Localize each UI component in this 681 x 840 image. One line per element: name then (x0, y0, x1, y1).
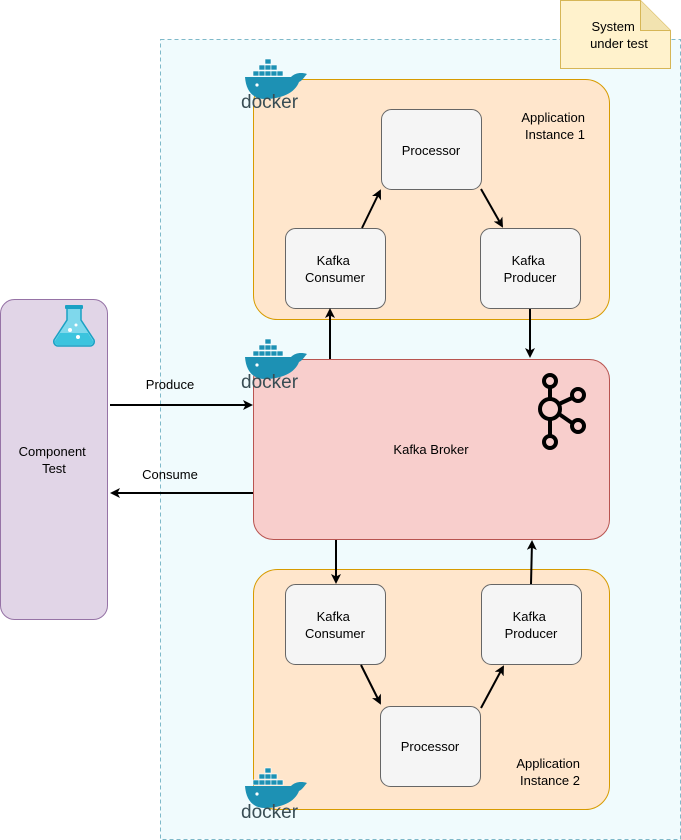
component-test-label: Component Test (19, 444, 90, 476)
docker-logo-instance-1: docker (241, 58, 308, 113)
svg-text:Kafka Producer: Kafka Producer (504, 253, 557, 285)
arrow-processor2-to-producer2 (480, 665, 504, 709)
kafka-producer-box-2: Kafka Producer (481, 584, 582, 665)
system-under-test-note: System under test (560, 0, 671, 69)
kafka-broker-node: Kafka Broker (253, 359, 610, 540)
svg-text:Processor: Processor (401, 739, 460, 754)
arrow-consumer2-to-processor2 (360, 664, 381, 705)
arrow-processor1-to-producer1 (480, 188, 503, 228)
flask-icon (53, 305, 95, 347)
component-test-node: Component Test (0, 299, 108, 620)
note-label: System under test (590, 19, 648, 51)
svg-text:docker: docker (241, 802, 299, 823)
instance-1-title: Application Instance 1 (521, 110, 588, 142)
kafka-consumer-box-1: Kafka Consumer (285, 228, 386, 309)
arrow-consumer1-to-processor1 (361, 189, 381, 229)
svg-text:docker: docker (241, 92, 299, 113)
svg-text:Processor: Processor (402, 143, 461, 158)
processor-box-1: Processor (381, 109, 482, 190)
consume-label: Consume (142, 467, 198, 482)
svg-text:Kafka Producer: Kafka Producer (505, 609, 558, 641)
svg-text:Kafka Consumer: Kafka Consumer (305, 609, 366, 641)
docker-logo-broker: docker (241, 338, 308, 393)
kafka-broker-label: Kafka Broker (393, 442, 469, 457)
kafka-consumer-box-2: Kafka Consumer (285, 584, 386, 665)
processor-box-2: Processor (380, 706, 481, 787)
arrow-producer2-to-broker (526, 540, 537, 585)
kafka-logo-icon (538, 373, 586, 450)
svg-text:docker: docker (241, 372, 299, 393)
svg-text:Kafka Consumer: Kafka Consumer (305, 253, 366, 285)
docker-logo-instance-2: docker (241, 767, 308, 823)
produce-label: Produce (146, 377, 194, 392)
instance-2-title: Application Instance 2 (516, 756, 583, 788)
kafka-producer-box-1: Kafka Producer (480, 228, 581, 309)
